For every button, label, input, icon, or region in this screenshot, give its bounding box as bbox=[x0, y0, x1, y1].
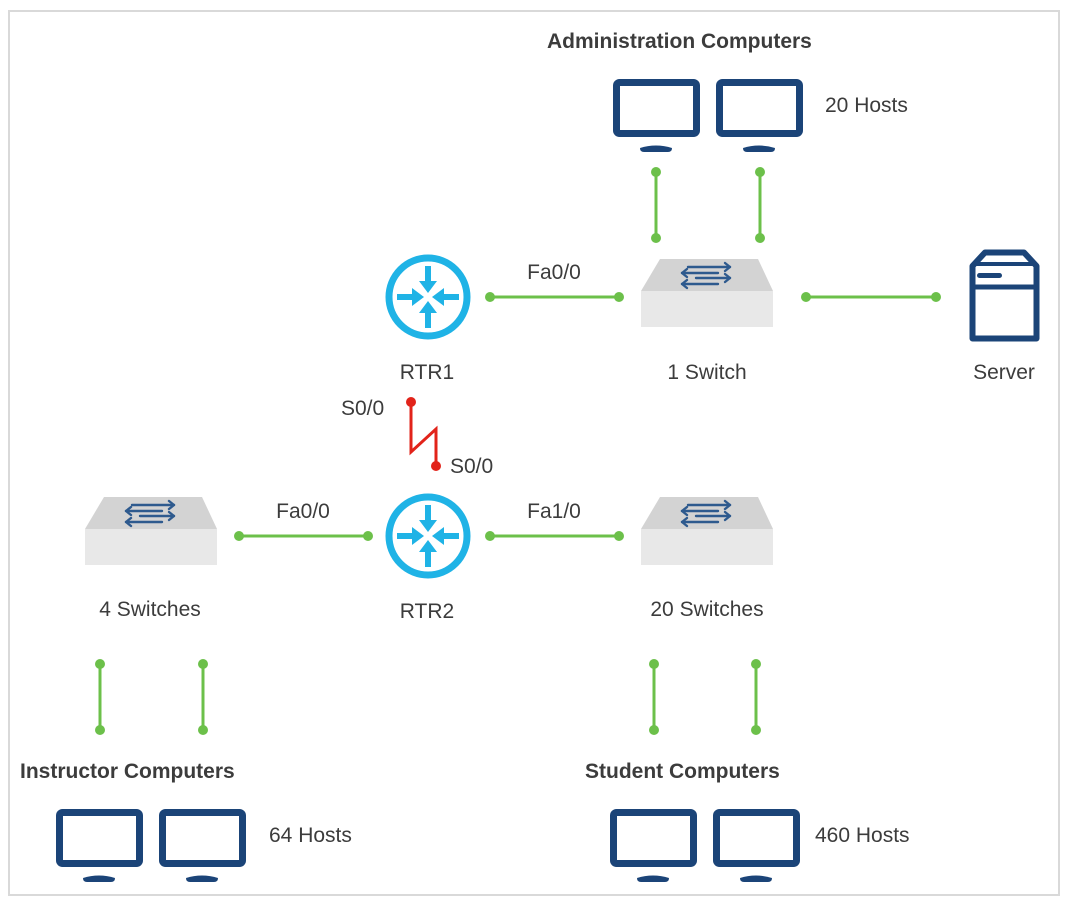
serial-link-rtr1-rtr2 bbox=[406, 397, 441, 471]
instructor-switch-label: 4 Switches bbox=[99, 598, 201, 621]
student-switch-label: 20 Switches bbox=[650, 598, 764, 621]
instructor-hosts-count: 64 Hosts bbox=[269, 824, 352, 847]
link-instructor-switch-rtr2 bbox=[234, 531, 373, 541]
link-instructor-switch-pc1 bbox=[95, 659, 105, 735]
admin-computer-icon-1 bbox=[617, 83, 697, 153]
link-rtr1-admin-switch bbox=[485, 292, 624, 302]
link-admin-switch-server bbox=[801, 292, 941, 302]
admin-switch-icon bbox=[639, 257, 775, 329]
server-icon bbox=[969, 249, 1040, 342]
link-student-switch-pc1 bbox=[649, 659, 659, 735]
rtr1-router-icon bbox=[389, 258, 467, 336]
admin-computers-title: Administration Computers bbox=[547, 30, 812, 53]
student-switch-icon bbox=[639, 495, 775, 567]
student-hosts-count: 460 Hosts bbox=[815, 824, 910, 847]
link-rtr2-student-switch bbox=[485, 531, 624, 541]
student-computer-icon-1 bbox=[614, 813, 694, 883]
student-computer-icon-2 bbox=[717, 813, 797, 883]
student-computers-title: Student Computers bbox=[585, 760, 780, 783]
rtr1-fa0-0-label: Fa0/0 bbox=[527, 261, 581, 284]
rtr2-fa0-0-label: Fa0/0 bbox=[276, 500, 330, 523]
server-label: Server bbox=[973, 361, 1035, 384]
link-admin-pc1-switch bbox=[651, 167, 661, 243]
instructor-computer-icon-1 bbox=[60, 813, 140, 883]
rtr2-fa1-0-label: Fa1/0 bbox=[527, 500, 581, 523]
instructor-switch-icon bbox=[83, 495, 219, 567]
rtr2-router-icon bbox=[389, 497, 467, 575]
link-instructor-switch-pc2 bbox=[198, 659, 208, 735]
admin-switch-label: 1 Switch bbox=[667, 361, 747, 384]
diagram-frame bbox=[8, 10, 1060, 896]
link-admin-pc2-switch bbox=[755, 167, 765, 243]
rtr2-label: RTR2 bbox=[399, 600, 455, 623]
link-student-switch-pc2 bbox=[751, 659, 761, 735]
rtr2-s0-0-label: S0/0 bbox=[450, 455, 494, 478]
instructor-computer-icon-2 bbox=[163, 813, 243, 883]
instructor-computers-title: Instructor Computers bbox=[20, 760, 235, 783]
admin-hosts-count: 20 Hosts bbox=[825, 94, 908, 117]
rtr1-s0-0-label: S0/0 bbox=[341, 397, 385, 420]
admin-computer-icon-2 bbox=[720, 83, 800, 153]
rtr1-label: RTR1 bbox=[399, 361, 455, 384]
